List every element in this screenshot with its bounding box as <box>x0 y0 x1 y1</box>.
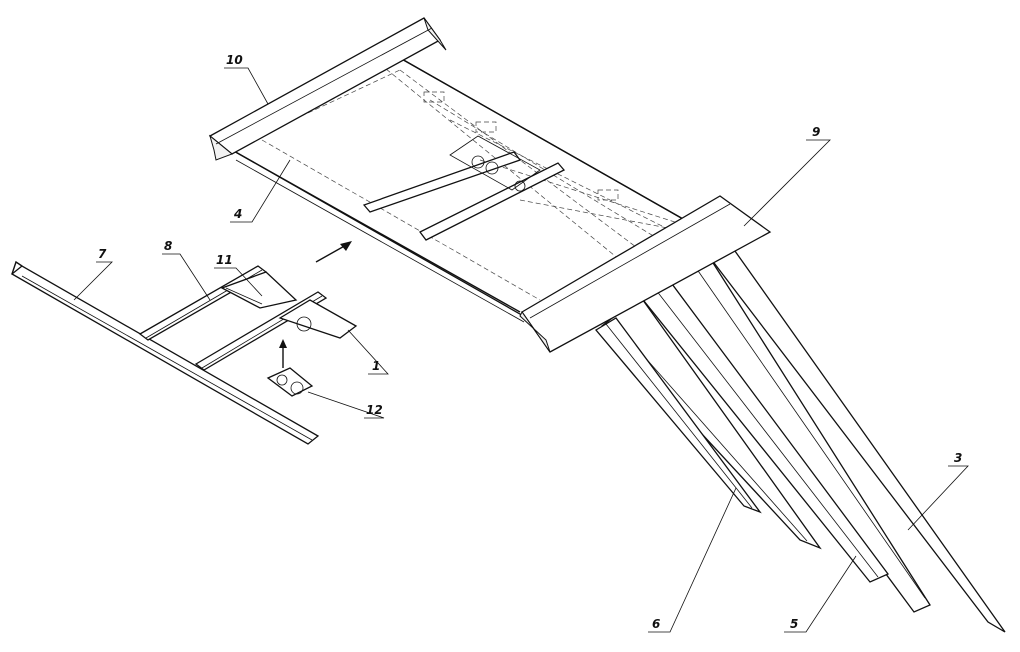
label-8: 8 <box>164 239 172 253</box>
label-6: 6 <box>652 617 660 631</box>
frame-panel-part-4 <box>230 57 722 331</box>
profile-part-3 <box>671 243 1006 633</box>
label-11: 11 <box>216 253 233 267</box>
arrow-icon-up <box>279 339 287 368</box>
label-7: 7 <box>98 247 107 261</box>
leader-lines <box>73 67 969 633</box>
label-1: 1 <box>372 359 380 373</box>
label-4: 4 <box>233 207 242 221</box>
label-3: 3 <box>954 451 962 465</box>
label-10: 10 <box>226 53 243 67</box>
gusset-part-11 <box>220 271 298 309</box>
label-12: 12 <box>366 403 383 417</box>
angle-part-10 <box>208 17 447 161</box>
plate-part-1 <box>278 299 358 339</box>
label-5: 5 <box>790 617 798 631</box>
label-9: 9 <box>812 125 820 139</box>
arrow-icon <box>315 241 352 263</box>
strip-part-7 <box>10 260 320 445</box>
angle-part-9 <box>519 195 772 353</box>
profile-part-6 <box>595 295 822 550</box>
bracket-part-12 <box>266 367 314 397</box>
